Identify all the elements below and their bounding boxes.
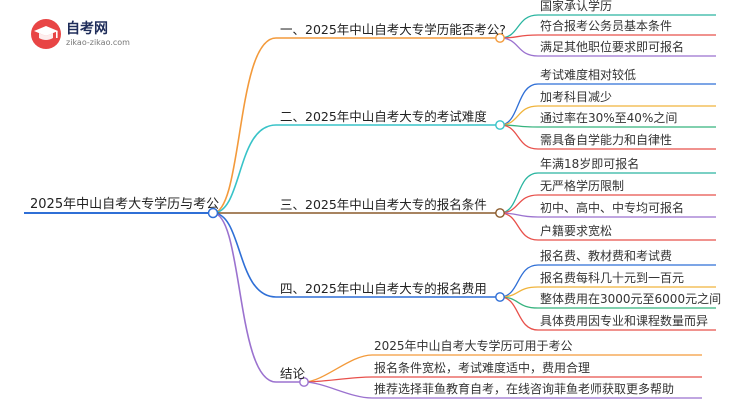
leaf-connector (499, 37, 539, 57)
leaf-topic: 通过率在30%至40%之间 (540, 111, 678, 125)
site-logo[interactable]: 自考网 zikao-zikao.com (30, 16, 140, 56)
leaf-topic: 报名费每科几十元到一百元 (540, 271, 685, 285)
brand-name: 自考网 (66, 21, 108, 37)
leaf-topic: 加考科目减少 (540, 90, 613, 104)
leaf-connector (499, 83, 539, 126)
leaf-connector (499, 296, 539, 331)
leaf-topic: 初中、高中、中专均可报名 (540, 201, 685, 215)
leaf-topic: 户籍要求宽松 (540, 224, 613, 238)
leaf-connector (499, 194, 539, 214)
leaf-connector (499, 124, 539, 150)
branch-connector (212, 37, 277, 214)
branch-topic: 一、2025年中山自考大专学历能否考公? (280, 22, 506, 37)
leaf-connector (303, 381, 373, 399)
branch-connector (212, 212, 277, 383)
branch-connector (212, 124, 277, 214)
graduation-cap-icon (31, 19, 61, 49)
leaf-connector (499, 105, 539, 126)
branch-topic: 四、2025年中山自考大专的报名费用 (280, 281, 487, 296)
root-node-circle[interactable] (207, 207, 219, 219)
leaf-connector (499, 212, 539, 241)
leaf-topic: 满足其他职位要求即可报名 (540, 40, 685, 54)
leaf-topic: 推荐选择菲鱼教育自考，在线咨询菲鱼老师获取更多帮助 (374, 382, 675, 396)
root-topic: 2025年中山自考大专学历与考公 (30, 197, 220, 212)
branch-topic: 结论 (280, 366, 306, 381)
brand-domain: zikao-zikao.com (66, 38, 130, 47)
leaf-topic: 具体费用因专业和课程数量而异 (540, 314, 709, 328)
leaf-topic: 报名费、教材费和考试费 (540, 249, 673, 263)
leaf-topic: 需具备自学能力和自律性 (540, 133, 673, 147)
leaf-topic: 年满18岁即可报名 (540, 157, 640, 171)
branch-topic: 二、2025年中山自考大专的考试难度 (280, 109, 487, 124)
leaf-topic: 整体费用在3000元至6000元之间 (540, 292, 722, 306)
branch-node-circle[interactable] (299, 377, 309, 387)
leaf-topic: 符合报考公务员基本条件 (540, 19, 673, 33)
branch-topic: 三、2025年中山自考大专的报名条件 (280, 197, 487, 212)
leaf-topic: 2025年中山自考大专学历可用于考公 (374, 339, 573, 353)
branch-node-circle[interactable] (495, 33, 505, 43)
branch-node-circle[interactable] (495, 292, 505, 302)
leaf-topic: 考试难度相对较低 (540, 68, 637, 82)
leaf-topic: 国家承认学历 (540, 0, 613, 13)
leaf-connector (499, 172, 539, 214)
leaf-connector (499, 264, 539, 298)
leaf-topic: 无严格学历限制 (540, 179, 625, 193)
branch-connector (212, 212, 277, 298)
branch-node-circle[interactable] (495, 208, 505, 218)
branch-node-circle[interactable] (495, 120, 505, 130)
leaf-topic: 报名条件宽松，考试难度适中，费用合理 (374, 361, 591, 375)
